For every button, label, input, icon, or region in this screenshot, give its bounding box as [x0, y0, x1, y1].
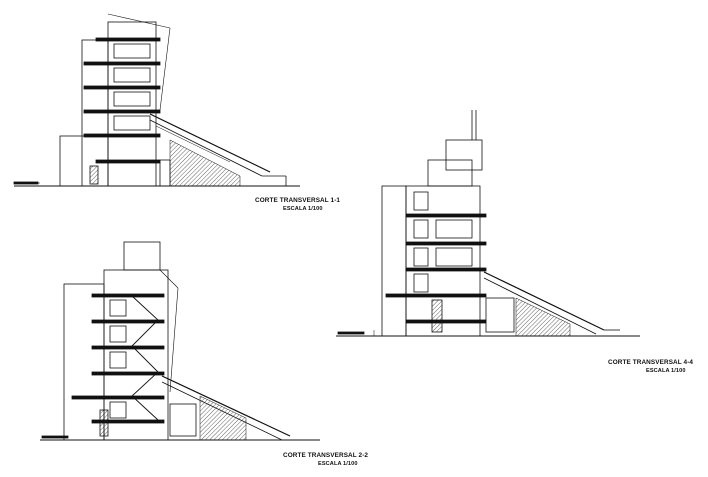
- section-title-1-1: CORTE TRANSVERSAL 1-1: [255, 197, 341, 204]
- section-1-1: [13, 13, 300, 187]
- section-title-2-2: CORTE TRANSVERSAL 2-2: [283, 452, 369, 459]
- section-scale-4-4: ESCALA 1/100: [646, 368, 686, 374]
- section-scale-2-2: ESCALA 1/100: [318, 461, 358, 467]
- section-scale-1-1: ESCALA 1/100: [283, 206, 323, 212]
- section-2-2: [40, 241, 320, 441]
- section-title-4-4: CORTE TRANSVERSAL 4-4: [608, 359, 694, 366]
- section-4-4: [336, 110, 640, 337]
